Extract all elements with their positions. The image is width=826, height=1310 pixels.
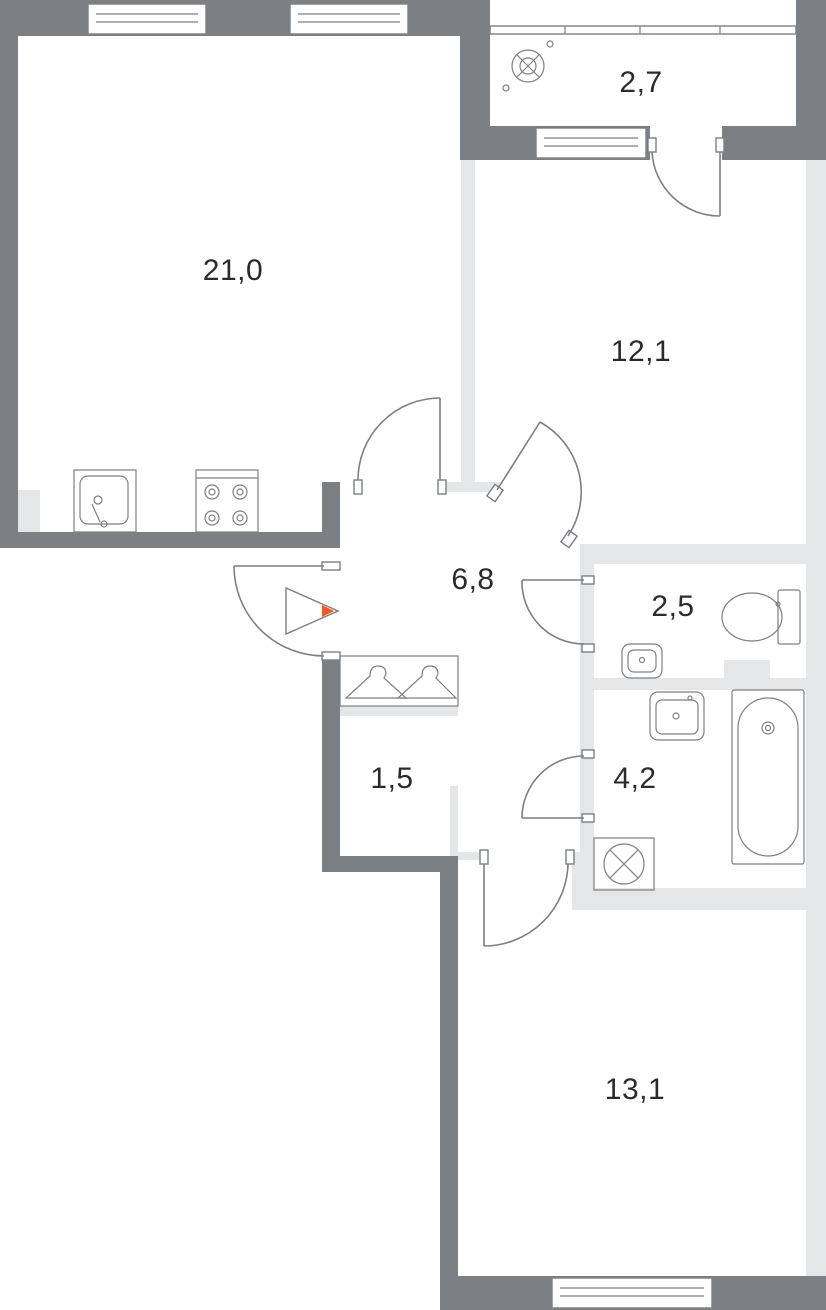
bathtub-icon (731, 689, 805, 865)
doors (233, 137, 725, 947)
sink-icon (73, 469, 137, 533)
door-bathroom (521, 749, 595, 823)
room-area-bathroom: 4,2 (613, 762, 657, 795)
door-balcony (647, 137, 725, 217)
door-bedroom-2 (479, 849, 575, 947)
entrance-arrow-icon (285, 586, 340, 636)
washing-machine-icon (593, 837, 655, 891)
room-area-wardrobe: 1,5 (370, 762, 414, 795)
toilet-icon (721, 589, 801, 645)
stove-icon (195, 469, 259, 533)
room-area-hallway: 6,8 (451, 563, 495, 596)
window-living-1 (87, 3, 207, 35)
door-bedroom-1 (485, 421, 582, 549)
door-wc (521, 575, 595, 653)
interior-partitions (18, 160, 826, 1276)
window-bedroom-1 (535, 127, 647, 159)
door-living (353, 397, 447, 495)
room-area-balcony: 2,7 (619, 66, 663, 99)
room-area-bedroom-1: 12,1 (610, 335, 672, 368)
washbasin-icon-wc (621, 643, 663, 679)
clothes-hanger-icon (339, 655, 459, 707)
window-bedroom-2 (551, 1277, 713, 1309)
room-area-bedroom-2: 13,1 (604, 1073, 666, 1106)
window-living-2 (289, 3, 409, 35)
room-area-living-kitchen: 21,0 (202, 254, 264, 287)
window-balcony-glazing (489, 25, 797, 35)
room-area-wc: 2,5 (651, 590, 695, 623)
door-entrance (233, 561, 341, 661)
air-conditioner-icon (502, 40, 554, 92)
washbasin-icon (649, 691, 705, 741)
windows (87, 3, 797, 1309)
